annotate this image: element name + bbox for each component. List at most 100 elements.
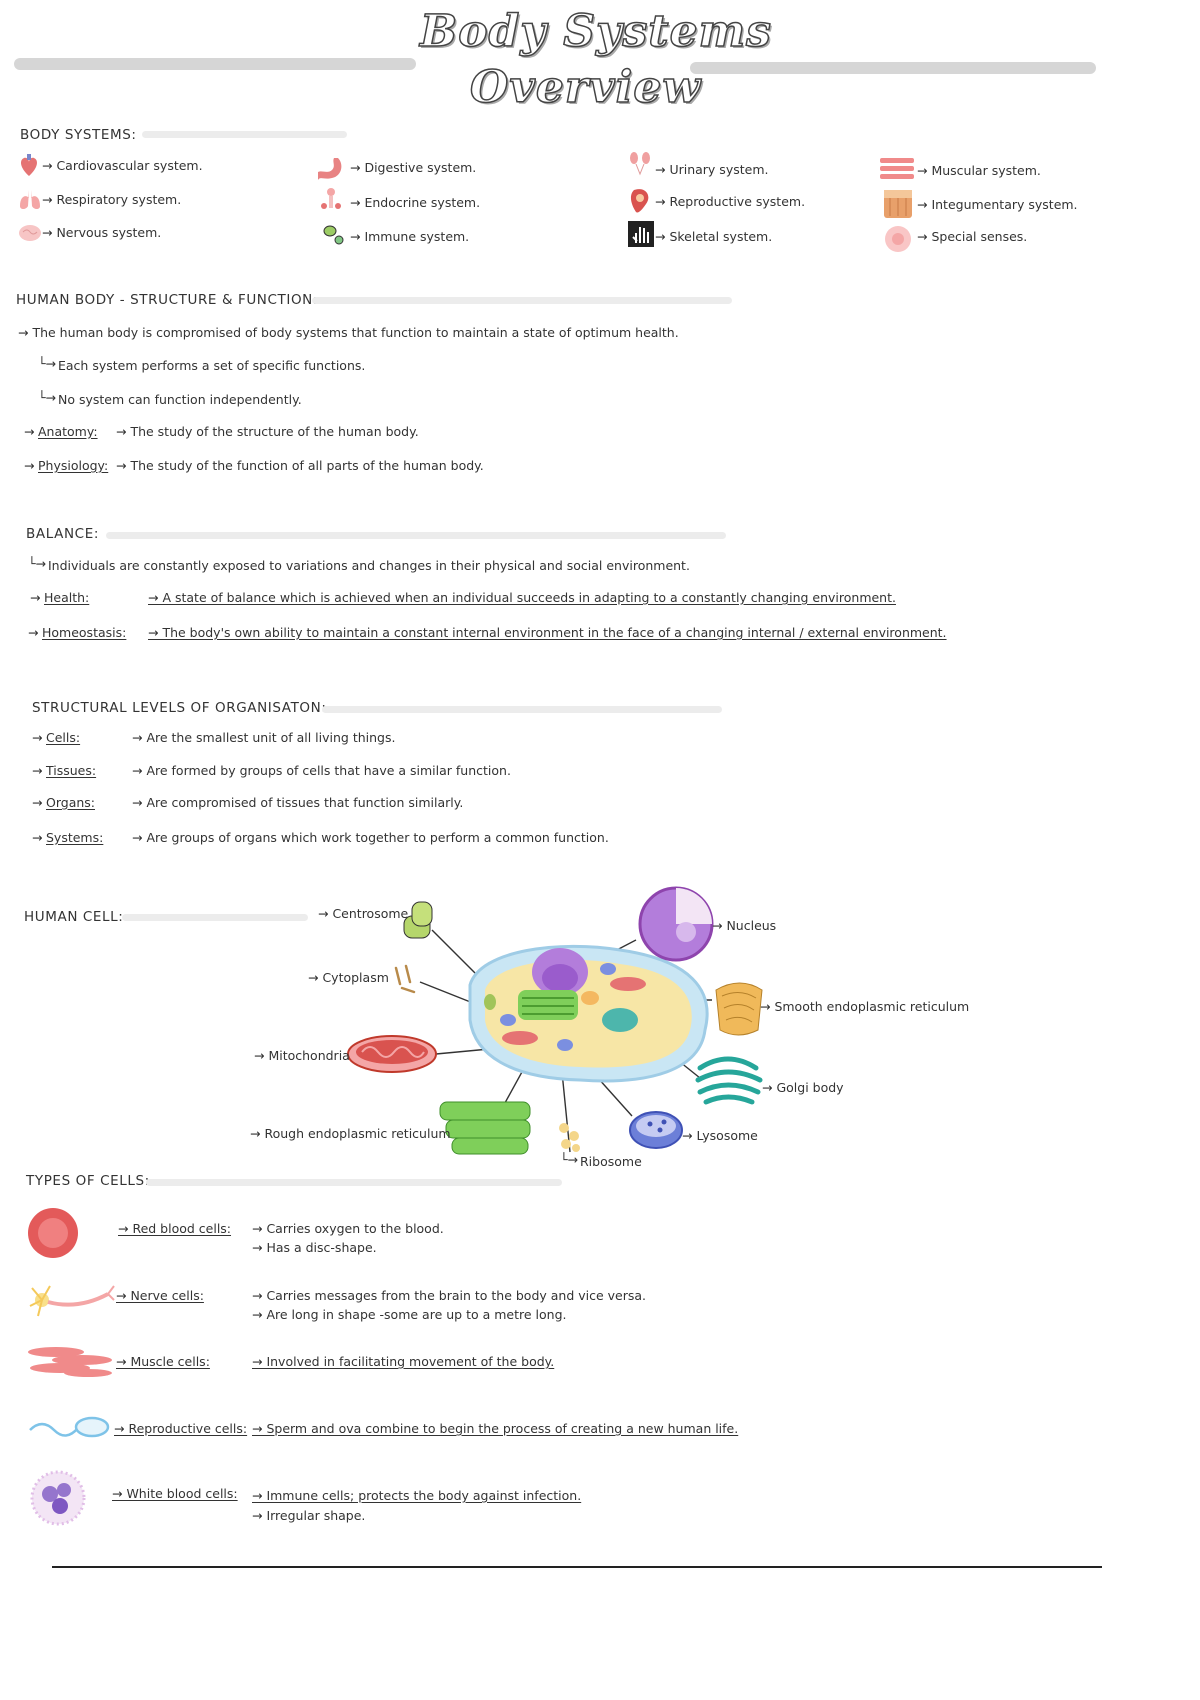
system-label: → Urinary system. <box>655 162 769 177</box>
rough-er-icon <box>439 1101 531 1155</box>
section-heading-structure: HUMAN BODY - STRUCTURE & FUNCTION: <box>16 292 319 308</box>
structure-intro: → The human body is compromised of body … <box>18 325 679 340</box>
cell-type-name: → Reproductive cells: <box>114 1421 248 1436</box>
system-label: → Cardiovascular system. <box>42 158 203 173</box>
section-heading-levels: STRUCTURAL LEVELS OF ORGANISATON: <box>32 700 327 716</box>
homeostasis-term: Homeostasis: <box>42 625 127 640</box>
page-title-line2: Overview <box>469 61 702 114</box>
arrow-icon: → <box>32 763 43 778</box>
immune-icon <box>323 225 344 245</box>
arrow-icon: → <box>28 625 39 640</box>
white-blood-cell-icon <box>30 1470 86 1526</box>
cell-type-line: → Involved in facilitating movement of t… <box>252 1354 555 1369</box>
system-label: → Special senses. <box>917 229 1028 244</box>
label-lysosome: → Lysosome <box>682 1128 758 1143</box>
corner-arrow-icon: └→ <box>28 556 46 571</box>
corner-arrow-icon: └→ <box>38 390 56 405</box>
system-label: → Digestive system. <box>350 160 477 175</box>
system-label: → Endocrine system. <box>350 195 481 210</box>
page-title: Body Systems <box>419 5 772 58</box>
cell-type-line: → Sperm and ova combine to begin the pro… <box>252 1421 739 1436</box>
level-def: → Are the smallest unit of all living th… <box>132 730 396 745</box>
cell-type-name: → Nerve cells: <box>116 1288 204 1303</box>
cell-type-line: → Are long in shape -some are up to a me… <box>252 1307 567 1322</box>
nucleus-icon <box>638 886 714 962</box>
cell-type-line: → Irregular shape. <box>252 1508 366 1523</box>
cell-type-line: → Has a disc-shape. <box>252 1240 377 1255</box>
label-nucleus: → Nucleus <box>712 918 777 933</box>
arrow-icon: → <box>30 590 41 605</box>
label-golgi: → Golgi body <box>762 1080 844 1095</box>
label-mitochondria: → Mitochondria <box>254 1048 350 1063</box>
balance-intro: Individuals are constantly exposed to va… <box>48 558 690 573</box>
label-ribosome: Ribosome <box>580 1154 642 1169</box>
lungs-icon <box>20 190 40 209</box>
bottom-divider <box>52 1566 1102 1568</box>
cell-type-name: → Muscle cells: <box>116 1354 210 1369</box>
anatomy-term: Anatomy: <box>38 424 98 439</box>
skeleton-hand-icon <box>628 221 654 247</box>
cytoplasm-icon <box>394 964 416 994</box>
level-term: Systems: <box>46 830 104 845</box>
red-blood-cell-icon <box>28 1208 78 1258</box>
label-rough-er: → Rough endoplasmic reticulum <box>250 1126 451 1141</box>
reproductive-icon <box>630 189 649 213</box>
muscle-cell-icon <box>28 1347 112 1377</box>
arrow-icon: → <box>32 795 43 810</box>
health-term: Health: <box>44 590 90 605</box>
smooth-er-icon <box>715 982 763 1036</box>
label-smooth-er: → Smooth endoplasmic reticulum <box>760 999 970 1014</box>
corner-arrow-icon: └→ <box>560 1152 578 1167</box>
title-bar-left <box>14 58 416 70</box>
glands-icon <box>321 188 341 209</box>
system-label: → Reproductive system. <box>655 194 806 209</box>
health-def: → A state of balance which is achieved w… <box>148 590 896 605</box>
mitochondria-icon <box>347 1035 437 1073</box>
label-centrosome: → Centrosome <box>318 906 409 921</box>
arrow-icon: → <box>24 458 35 473</box>
section-heading-balance: BALANCE: <box>26 526 99 542</box>
title-bar-right <box>690 62 1096 74</box>
heading-underline <box>146 1179 562 1186</box>
section-heading-body-systems: BODY SYSTEMS: <box>20 127 137 143</box>
arrow-icon: → <box>32 830 43 845</box>
kidneys-icon <box>630 152 650 176</box>
system-label: → Muscular system. <box>917 163 1041 178</box>
anatomy-def: → The study of the structure of the huma… <box>116 424 419 439</box>
cell-type-name: → White blood cells: <box>112 1486 238 1501</box>
corner-arrow-icon: └→ <box>38 356 56 371</box>
level-term: Organs: <box>46 795 95 810</box>
structure-sub1: Each system performs a set of specific f… <box>58 358 366 373</box>
heading-underline <box>312 297 732 304</box>
system-label: → Skeletal system. <box>655 229 773 244</box>
section-heading-types: TYPES OF CELLS: <box>26 1173 150 1189</box>
arrow-icon: → <box>24 424 35 439</box>
level-def: → Are compromised of tissues that functi… <box>132 795 464 810</box>
cell-type-line: → Carries messages from the brain to the… <box>252 1288 647 1303</box>
system-label: → Immune system. <box>350 229 470 244</box>
homeostasis-def: → The body's own ability to maintain a c… <box>148 625 947 640</box>
level-def: → Are groups of organs which work togeth… <box>132 830 609 845</box>
system-label: → Nervous system. <box>42 225 162 240</box>
system-label: → Integumentary system. <box>917 197 1078 212</box>
level-def: → Are formed by groups of cells that hav… <box>132 763 511 778</box>
reproductive-cell-icon <box>29 1416 110 1438</box>
heading-underline <box>142 131 347 138</box>
heading-underline <box>106 532 726 539</box>
golgi-icon <box>695 1056 763 1105</box>
label-cytoplasm: → Cytoplasm <box>308 970 389 985</box>
muscle-icon <box>880 158 914 179</box>
physiology-term: Physiology: <box>38 458 109 473</box>
cell-type-line: → Carries oxygen to the blood. <box>252 1221 444 1236</box>
level-term: Tissues: <box>46 763 97 778</box>
system-label: → Respiratory system. <box>42 192 182 207</box>
heart-icon <box>21 154 37 176</box>
cell-type-name: → Red blood cells: <box>118 1221 232 1236</box>
physiology-def: → The study of the function of all parts… <box>116 458 484 473</box>
lysosome-icon <box>629 1111 683 1149</box>
centrosome-icon <box>403 901 433 939</box>
structure-sub2: No system can function independently. <box>58 392 302 407</box>
nerve-cell-icon <box>29 1285 115 1317</box>
section-heading-human-cell: HUMAN CELL: <box>24 909 124 925</box>
cell-type-line: → Immune cells; protects the body agains… <box>252 1488 582 1503</box>
